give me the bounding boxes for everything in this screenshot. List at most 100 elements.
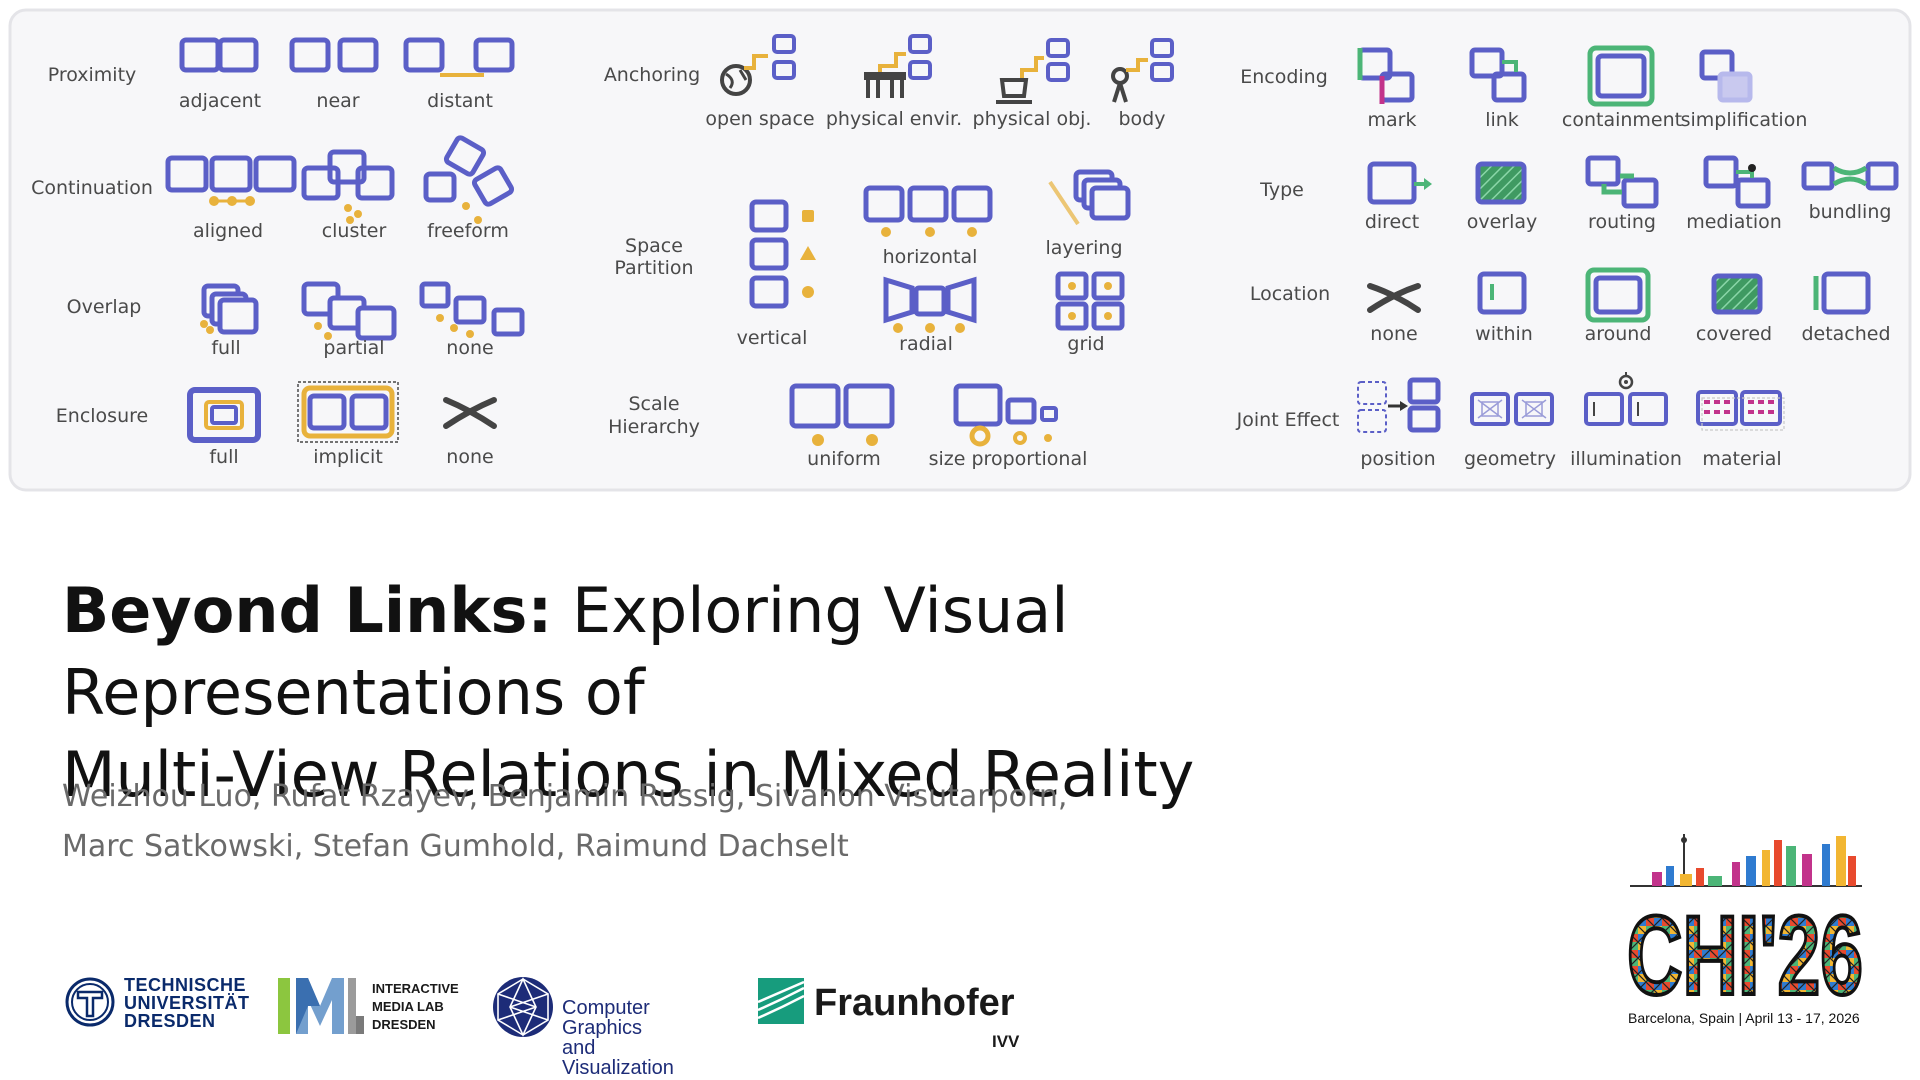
- cat-type: Type: [1259, 179, 1304, 201]
- tud-emblem-icon: [65, 977, 115, 1027]
- cgv-line-1: Computer Graphics: [562, 997, 650, 1039]
- icon-detached: [1813, 271, 1871, 315]
- icon-position: [1357, 377, 1441, 433]
- tud-line-1: TECHNISCHE: [124, 975, 247, 995]
- cat-anchoring: Anchoring: [604, 64, 700, 86]
- cgv-logo: Computer Graphics and Visualization: [490, 974, 674, 1078]
- item-bundling: bundling: [1809, 201, 1892, 223]
- item-simplification: simplification: [1681, 109, 1808, 131]
- cgv-polyhedron-icon: [493, 977, 553, 1037]
- title-bold: Beyond Links:: [62, 574, 553, 647]
- title-line-1: Beyond Links: Exploring Visual Represent…: [62, 570, 1562, 734]
- iml-line-2: MEDIA LAB: [372, 999, 444, 1014]
- icon-size-proportional: [953, 383, 1058, 447]
- icon-cluster: [301, 149, 395, 224]
- icon-open-space: [720, 34, 796, 96]
- item-detached: detached: [1801, 323, 1890, 345]
- item-illumination: illumination: [1570, 448, 1682, 470]
- item-overlap-none: none: [446, 337, 493, 359]
- item-enclosure-implicit: implicit: [313, 446, 383, 468]
- icon-overlap-full: [200, 283, 259, 335]
- icon-overlap-none: [419, 281, 525, 338]
- item-direct: direct: [1365, 211, 1419, 233]
- icon-aligned: [165, 155, 297, 206]
- icon-direct: [1367, 161, 1432, 205]
- item-routing: routing: [1588, 211, 1656, 233]
- title-line-2: Multi-View Relations in Mixed Reality: [62, 738, 1195, 811]
- icon-material: [1696, 390, 1785, 431]
- icon-simplification: [1699, 49, 1753, 103]
- fraunhofer-unit: IVV: [992, 1032, 1020, 1051]
- cat-scale-hierarchy-1: Scale: [628, 393, 679, 415]
- fraunhofer-wave-icon: [757, 978, 805, 1024]
- icon-physical-envir: [864, 34, 932, 98]
- item-position: position: [1360, 448, 1435, 470]
- item-mark: mark: [1368, 109, 1417, 131]
- icon-overlay: [1475, 161, 1527, 205]
- paper-title: Beyond Links: Exploring Visual Represent…: [62, 570, 1562, 816]
- item-body: body: [1119, 108, 1166, 130]
- item-containment: containment: [1562, 109, 1682, 131]
- item-location-none: none: [1370, 323, 1417, 345]
- fraunhofer-logo: Fraunhofer IVV: [757, 978, 1019, 1051]
- item-overlap-full: full: [211, 337, 240, 359]
- icon-routing: [1585, 155, 1659, 209]
- item-around: around: [1585, 323, 1652, 345]
- icon-mediation: [1703, 155, 1771, 209]
- item-enclosure-none: none: [446, 446, 493, 468]
- cat-overlap: Overlap: [67, 296, 142, 318]
- item-aligned: aligned: [193, 220, 263, 242]
- icon-adjacent: [179, 37, 259, 73]
- item-overlap-partial: partial: [323, 337, 384, 359]
- icon-around: [1585, 267, 1651, 323]
- cat-enclosure: Enclosure: [56, 405, 148, 427]
- icon-link: [1469, 47, 1527, 103]
- item-within: within: [1475, 323, 1533, 345]
- icon-overlap-partial: [301, 281, 397, 341]
- icon-enclosure-full: [187, 387, 261, 443]
- icon-freeform: [423, 135, 515, 224]
- chi26-logo: CHI'26 Barcelona, Spain | April 13 - 17,…: [1622, 826, 1868, 1026]
- cat-joint-effect: Joint Effect: [1236, 409, 1340, 431]
- icon-bundling: [1801, 161, 1899, 191]
- item-near: near: [316, 90, 359, 112]
- cat-continuation: Continuation: [31, 177, 153, 199]
- item-grid: grid: [1067, 333, 1104, 355]
- fraunhofer-name: Fraunhofer: [814, 982, 1015, 1024]
- iml-mark-icon: [278, 978, 364, 1034]
- item-geometry: geometry: [1464, 448, 1556, 470]
- item-cluster: cluster: [322, 220, 387, 242]
- item-enclosure-full: full: [209, 446, 238, 468]
- icon-distant: [403, 37, 515, 77]
- item-adjacent: adjacent: [179, 90, 261, 112]
- cgv-line-2: and Visualization: [562, 1037, 674, 1079]
- icon-radial: [883, 276, 977, 333]
- cat-proximity: Proximity: [48, 64, 137, 86]
- item-horizontal: horizontal: [883, 246, 978, 268]
- item-size-proportional: size proportional: [929, 448, 1088, 470]
- icon-physical-obj: [996, 38, 1070, 104]
- cat-scale-hierarchy-2: Hierarchy: [608, 416, 700, 438]
- icon-covered: [1711, 273, 1763, 315]
- item-physical-envir: physical envir.: [826, 108, 962, 130]
- icon-body: [1111, 38, 1174, 103]
- chi26-caption: Barcelona, Spain | April 13 - 17, 2026: [1628, 1010, 1860, 1026]
- item-link: link: [1485, 109, 1519, 131]
- icon-containment: [1587, 45, 1655, 107]
- icon-vertical: [749, 199, 816, 309]
- title-rest: Exploring Visual Representations of: [62, 574, 1069, 729]
- icon-layering: [1048, 169, 1131, 226]
- taxonomy-panel: [8, 8, 1912, 492]
- item-distant: distant: [427, 90, 493, 112]
- iml-line-1: INTERACTIVE: [372, 981, 459, 996]
- item-overlay: overlay: [1467, 211, 1538, 233]
- item-mediation: mediation: [1686, 211, 1782, 233]
- item-covered: covered: [1696, 323, 1772, 345]
- tud-line-3: DRESDEN: [124, 1011, 216, 1031]
- icon-enclosure-implicit: [297, 381, 399, 443]
- icon-illumination: [1584, 372, 1668, 426]
- icon-uniform: [789, 383, 895, 446]
- cat-location: Location: [1250, 283, 1330, 305]
- cat-space-partition-2: Partition: [614, 257, 693, 279]
- item-radial: radial: [899, 333, 953, 355]
